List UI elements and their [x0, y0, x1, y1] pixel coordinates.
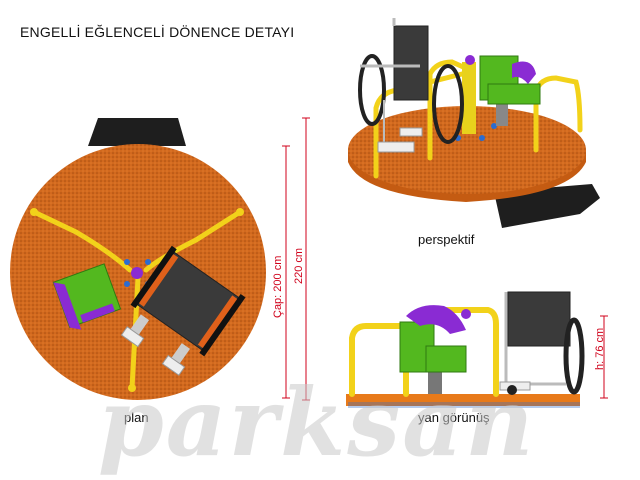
- plan-wheelchair: [120, 245, 246, 376]
- plan-ramp: [88, 118, 186, 146]
- perspective-seat: [479, 55, 541, 126]
- outer-dimension-label: 220 cm: [293, 247, 305, 284]
- side-platform: [346, 394, 580, 406]
- perspective-hub: [465, 55, 475, 65]
- plan-rail-post-1: [30, 208, 38, 216]
- side-view-label: yan görünüş: [418, 410, 490, 425]
- perspective-label: perspektif: [418, 232, 475, 247]
- plan-hub-bolt: [124, 281, 130, 287]
- plan-rail-post-2: [236, 208, 244, 216]
- plan-hub: [131, 267, 143, 279]
- plan-hub-bolt: [124, 259, 130, 265]
- plan-view: [10, 117, 310, 401]
- plan-hub-bolt: [145, 259, 151, 265]
- watermark: parksan: [98, 368, 536, 478]
- side-view: [346, 291, 608, 408]
- plan-rail-post-3: [128, 384, 136, 392]
- diameter-dimension-label: Çap: 200 cm: [272, 255, 284, 318]
- plan-seat: [52, 263, 122, 330]
- side-seat: [399, 305, 471, 373]
- perspective-center-post: [462, 62, 476, 134]
- perspective-wheelchair: [358, 18, 464, 153]
- height-dimension-label: h: 76 cm: [594, 327, 606, 370]
- perspective-view: [348, 18, 600, 228]
- plan-label: plan: [124, 410, 149, 425]
- page-title: ENGELLİ EĞLENCELİ DÖNENCE DETAYI: [20, 24, 295, 40]
- side-wheelchair: [499, 291, 585, 395]
